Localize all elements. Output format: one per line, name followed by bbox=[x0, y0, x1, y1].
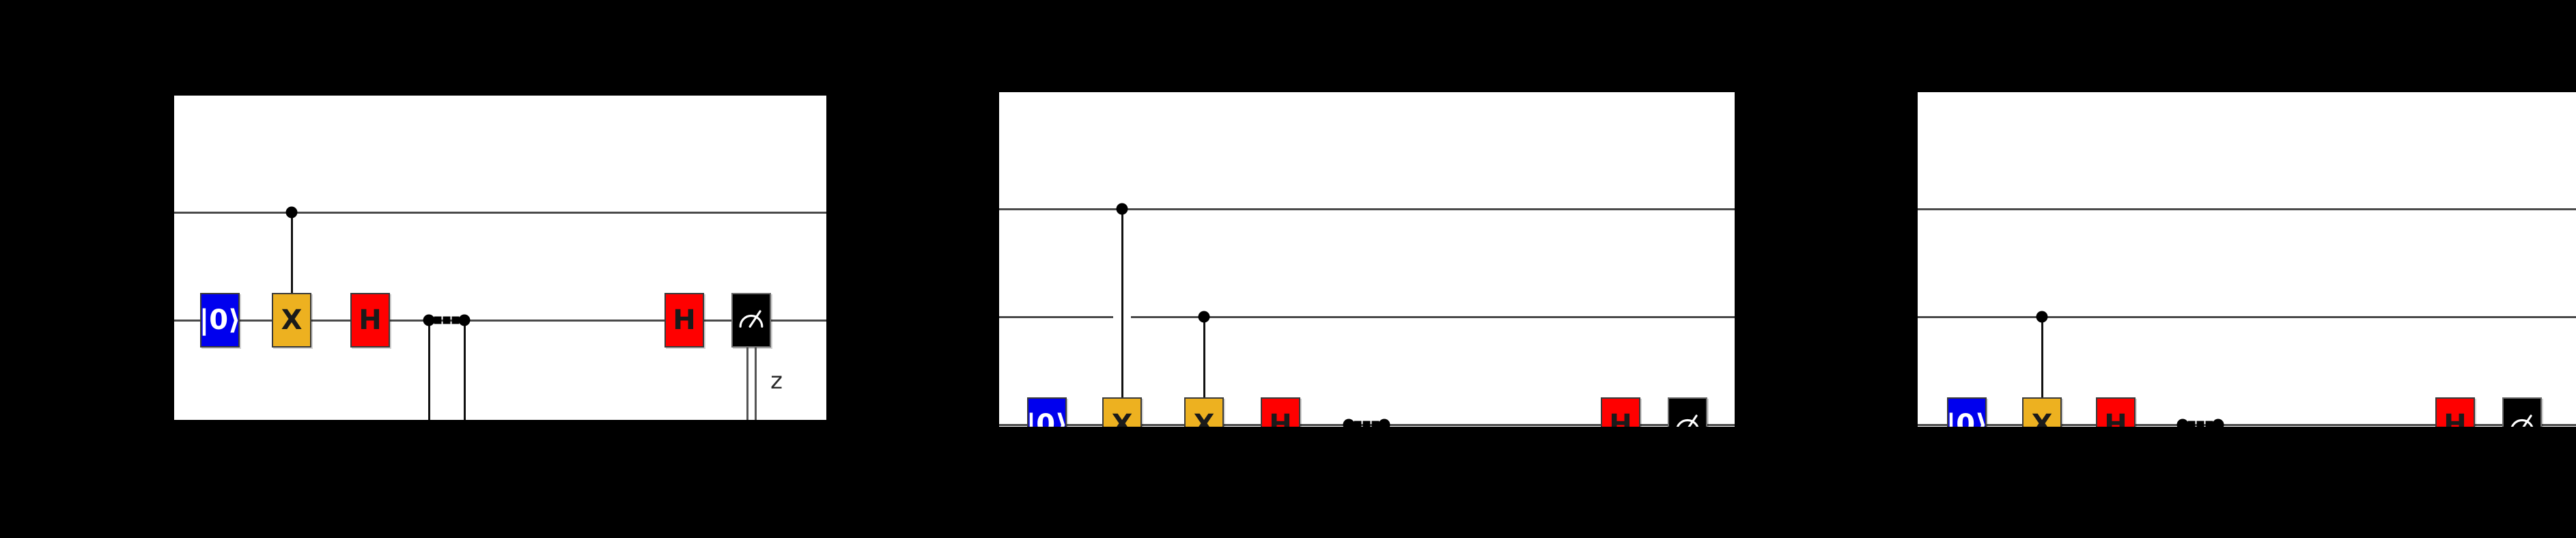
h-gate-1[interactable]: H bbox=[350, 293, 390, 348]
control-line bbox=[464, 320, 466, 420]
control-line bbox=[2041, 317, 2043, 397]
control-dot bbox=[1116, 203, 1128, 215]
ellipsis-dot bbox=[2187, 421, 2196, 427]
wire-target bbox=[1918, 424, 2576, 426]
wire-top bbox=[1918, 208, 2576, 210]
x-gate-1[interactable]: X bbox=[1102, 397, 1142, 427]
init-gate-label: |0⟩ bbox=[1026, 409, 1068, 427]
circuit-1-panel: |0⟩ X H Hmeasurement-meter-icon z bbox=[174, 96, 826, 420]
x-gate-2[interactable]: X bbox=[1184, 397, 1224, 427]
control-dot bbox=[285, 206, 298, 218]
wire-second bbox=[1131, 316, 1735, 318]
ellipsis-dot bbox=[443, 316, 451, 324]
control-dot bbox=[2212, 419, 2224, 427]
x-gate-1[interactable]: X bbox=[272, 293, 311, 348]
measurement-gate[interactable]: measurement-meter-icon bbox=[731, 293, 771, 348]
control-dot bbox=[2036, 311, 2048, 323]
h-gate-2[interactable]: H bbox=[2435, 397, 2475, 427]
classical-wire bbox=[755, 348, 757, 420]
init-gate[interactable]: |0⟩ bbox=[199, 293, 241, 348]
h-gate-2[interactable]: H bbox=[1601, 397, 1640, 427]
circuit-3-panel: |0⟩XHHmeasurement-meter-iconz bbox=[1918, 92, 2576, 427]
x-gate-1-label: X bbox=[2031, 409, 2053, 427]
init-gate-label: |0⟩ bbox=[1946, 409, 1988, 427]
control-line bbox=[428, 320, 430, 420]
wire-top bbox=[174, 212, 826, 214]
ellipsis-dot bbox=[434, 316, 442, 324]
x-gate-1-label: X bbox=[281, 305, 303, 336]
init-gate-label: |0⟩ bbox=[199, 305, 241, 336]
ellipsis-dot bbox=[1362, 421, 1371, 427]
control-line bbox=[1203, 317, 1205, 397]
classical-register-label: z bbox=[770, 367, 783, 395]
control-dot bbox=[1198, 311, 1210, 323]
h-gate-1[interactable]: H bbox=[1261, 397, 1300, 427]
measurement-gate[interactable]: measurement-meter-icon bbox=[1668, 397, 1707, 427]
classical-wire bbox=[746, 348, 748, 420]
h-gate-1-label: H bbox=[359, 305, 382, 336]
wire-target bbox=[174, 320, 826, 322]
ellipsis-dot bbox=[2205, 421, 2213, 427]
control-dot bbox=[1343, 419, 1355, 427]
h-gate-2-label: H bbox=[673, 305, 696, 336]
control-dot bbox=[423, 314, 435, 326]
h-gate-2-label: H bbox=[1609, 409, 1632, 427]
x-gate-1-label: X bbox=[1111, 409, 1133, 427]
ellipsis-dot bbox=[1354, 421, 1362, 427]
ellipsis-dot bbox=[451, 316, 460, 324]
control-dot bbox=[1378, 419, 1390, 427]
h-gate-2-label: H bbox=[2444, 409, 2467, 427]
control-line bbox=[1121, 209, 1123, 397]
h-gate-1-label: H bbox=[1269, 409, 1292, 427]
ellipsis-dot bbox=[2196, 421, 2204, 427]
x-gate-1[interactable]: X bbox=[2022, 397, 2062, 427]
control-dot bbox=[2176, 419, 2189, 427]
control-line bbox=[291, 212, 293, 293]
h-gate-1-label: H bbox=[2104, 409, 2127, 427]
measurement-gate[interactable]: measurement-meter-icon bbox=[2502, 397, 2542, 427]
circuit-2-panel: |0⟩XXHHmeasurement-meter-iconz bbox=[999, 92, 1735, 427]
h-gate-2[interactable]: H bbox=[664, 293, 704, 348]
wire-second bbox=[999, 316, 1113, 318]
wire-top bbox=[999, 208, 1735, 210]
x-gate-2-label: X bbox=[1193, 409, 1215, 427]
init-gate[interactable]: |0⟩ bbox=[1026, 397, 1068, 427]
ellipsis-dot bbox=[1371, 421, 1380, 427]
h-gate-1[interactable]: H bbox=[2096, 397, 2136, 427]
control-dot bbox=[458, 314, 471, 326]
init-gate[interactable]: |0⟩ bbox=[1946, 397, 1988, 427]
wire-second bbox=[1918, 316, 2576, 318]
